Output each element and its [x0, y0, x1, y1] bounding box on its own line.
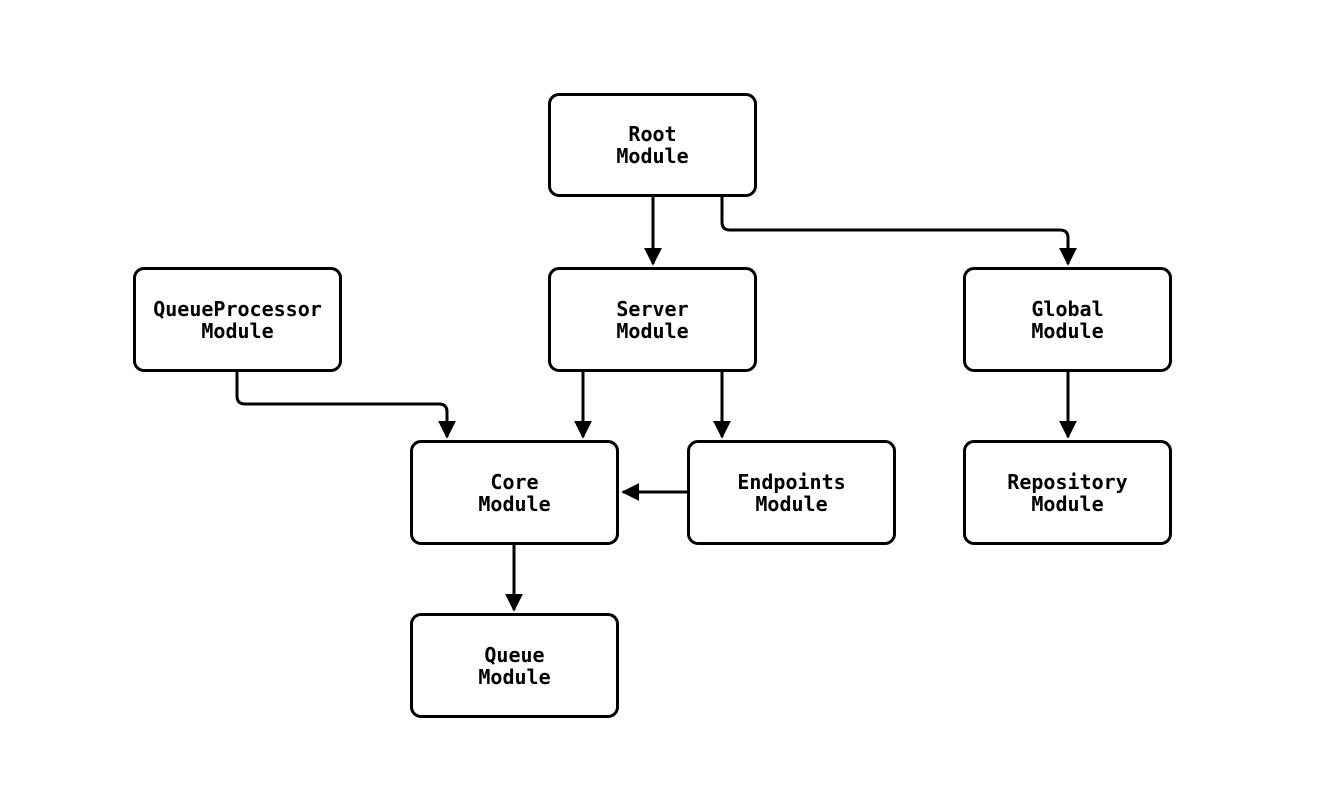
node-label: Module: [755, 491, 828, 516]
node-label: Global: [1031, 296, 1104, 321]
edge-root-to-global: [720, 197, 1077, 266]
node-label: QueueProcessor: [153, 296, 322, 321]
node-label: Root: [628, 122, 677, 146]
node-label: Queue: [484, 642, 545, 667]
node-label: Module: [1031, 491, 1104, 516]
node-label: Endpoints: [737, 469, 846, 494]
node-label: Core: [490, 469, 539, 494]
edge-queueprocessor-to-core: [235, 372, 456, 439]
node-label: Module: [616, 318, 689, 343]
node-label: Module: [201, 318, 274, 343]
node-label: Module: [478, 664, 551, 689]
node-label: Module: [616, 144, 689, 168]
node-label: Module: [478, 491, 551, 516]
node-label: Module: [1031, 318, 1104, 343]
node-label: Repository: [1007, 469, 1128, 494]
node-label: Server: [616, 296, 689, 321]
